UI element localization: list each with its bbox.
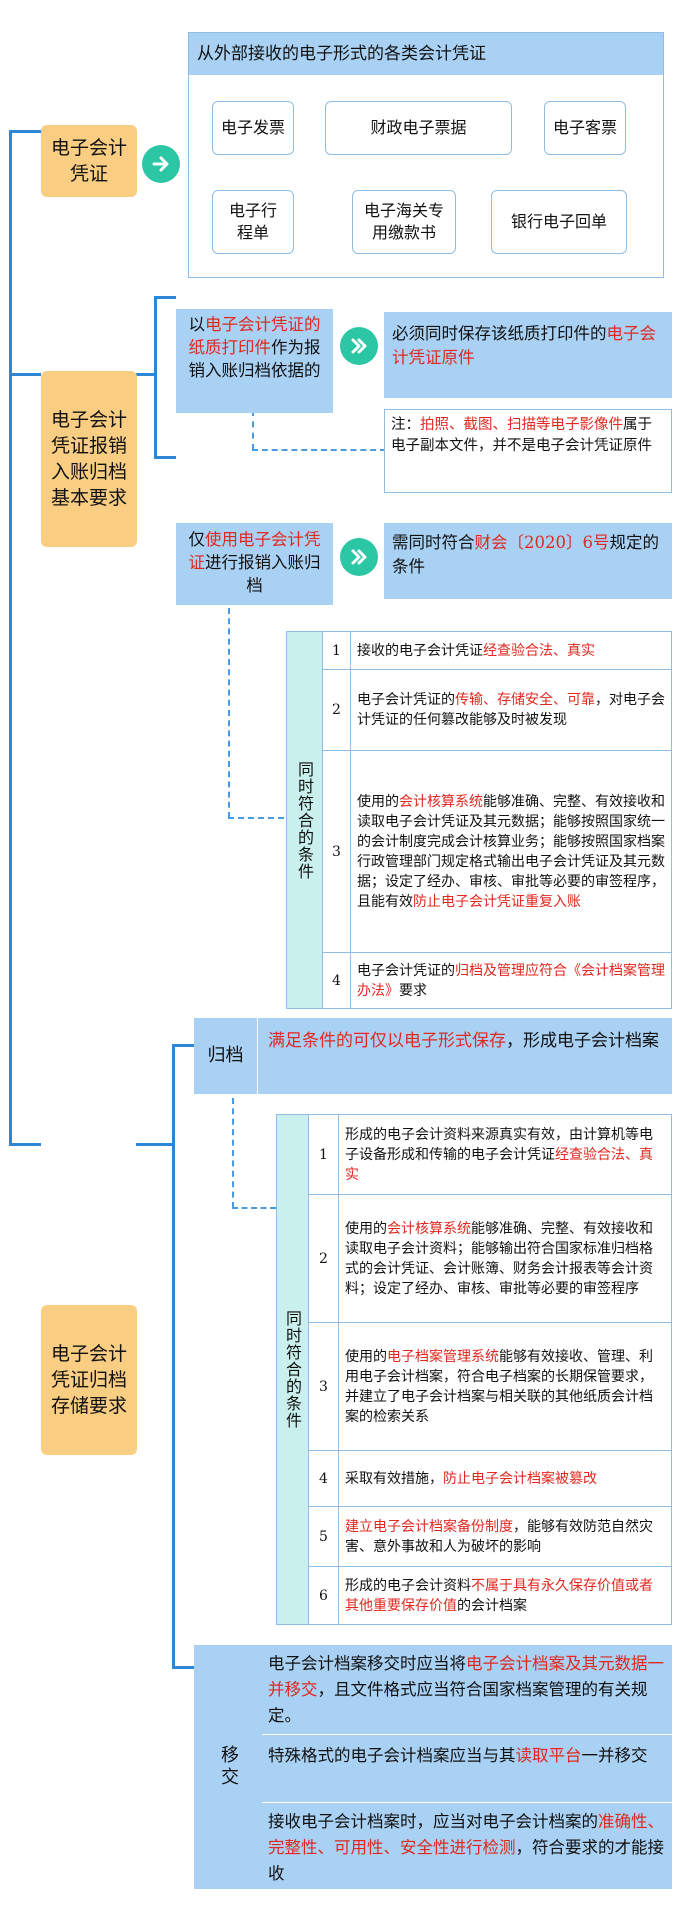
archive-header-text: ，形成电子会计档案 <box>506 1031 659 1051</box>
cond-num: 2 <box>322 669 351 751</box>
transfer-label-text: 移交 <box>218 1745 239 1789</box>
archive-to-transfer <box>172 1666 194 1669</box>
case2-text: 进行报销入账归档 <box>205 553 321 595</box>
source-item: 电子客票 <box>544 101 626 155</box>
case2-req-text: 需同时符合 <box>392 533 475 552</box>
reimburse-to-case2 <box>154 456 176 459</box>
reimburse-to-case1 <box>154 296 176 299</box>
note-dash-h <box>252 449 386 451</box>
transfer-item: 电子会计档案移交时应当将电子会计档案及其元数据一并移交，且文件格式应当符合国家档… <box>262 1645 672 1735</box>
note-highlight: 拍照、截图、扫描等电子影像件 <box>420 417 623 433</box>
note-dash-v <box>252 410 254 450</box>
case1-req-text: 必须同时保存该纸质打印件的 <box>392 324 607 343</box>
cond-dash-h <box>228 817 284 819</box>
case1-text: 作为报销入账归档依据的 <box>188 338 321 380</box>
case2-requirement: 需同时符合财会〔2020〕6号规定的条件 <box>384 523 672 599</box>
cond-text: 接收的电子会计凭证经查验合法、真实 <box>350 631 672 670</box>
cond-text: 电子会计凭证的归档及管理应符合《会计档案管理办法》要求 <box>350 952 672 1009</box>
double-chevron-icon <box>340 538 378 576</box>
cond-text: 形成的电子会计资料来源真实有效，由计算机等电子设备形成和传输的电子会计凭证经查验… <box>338 1114 672 1195</box>
case2-req-highlight: 财会〔2020〕6号 <box>474 533 610 552</box>
reimburse-conditions: 同时符合的条件 1 接收的电子会计凭证经查验合法、真实 2 电子会计凭证的传输、… <box>286 631 672 1009</box>
case1-highlight: 电子会计凭证的纸质打印件 <box>188 315 321 357</box>
case2-description: 仅使用电子会计凭证进行报销入账归档 <box>176 523 333 605</box>
cond-num: 1 <box>322 631 351 670</box>
case1-requirement: 必须同时保存该纸质打印件的电子会计凭证原件 <box>384 312 672 398</box>
case1-req-highlight: 电子会计凭证原件 <box>392 324 656 367</box>
archive-label: 归档 <box>194 1018 258 1094</box>
archive-vert-line <box>172 1044 175 1668</box>
case2-req-text: 规定的条件 <box>392 533 659 576</box>
archive-conditions: 同时符合的条件 1 形成的电子会计资料来源真实有效，由计算机等电子设备形成和传输… <box>276 1114 672 1625</box>
archive-header: 满足条件的可仅以电子形式保存，形成电子会计档案 <box>258 1018 672 1094</box>
cond-text: 采取有效措施，防止电子会计档案被篡改 <box>338 1450 672 1507</box>
sources-title: 从外部接收的电子形式的各类会计凭证 <box>189 33 663 75</box>
node-archive-requirements: 电子会计凭证归档存储要求 <box>41 1305 137 1455</box>
cond-text: 使用的会计核算系统能够准确、完整、有效接收和读取电子会计凭证及其元数据；能够按照… <box>350 750 672 953</box>
note-text: 属于电子副本文件，并不是电子会计凭证原件 <box>391 417 652 454</box>
cond-num: 3 <box>322 750 351 953</box>
arrow-icon <box>142 145 180 183</box>
cond-num: 6 <box>308 1566 339 1625</box>
branch-archive <box>9 1143 41 1146</box>
cond-text: 使用的会计核算系统能够准确、完整、有效接收和读取电子会计资料；能够输出符合国家标… <box>338 1194 672 1323</box>
transfer-item: 特殊格式的电子会计档案应当与其读取平台一并移交 <box>262 1737 672 1803</box>
note-prefix: 注： <box>391 417 420 433</box>
node-electronic-voucher: 电子会计凭证 <box>41 125 137 197</box>
source-item: 电子行程单 <box>212 190 294 254</box>
archive-to-guidang <box>172 1044 194 1047</box>
reimburse-vert-line <box>154 296 157 458</box>
reimburse-out-line <box>136 373 154 376</box>
cond-num: 1 <box>308 1114 339 1195</box>
cond-num: 2 <box>308 1194 339 1323</box>
transfer-item: 接收电子会计档案时，应当对电子会计档案的准确性、完整性、可用性、安全性进行检测，… <box>268 1812 664 1883</box>
node-reimburse-requirements: 电子会计凭证报销入账归档基本要求 <box>41 371 137 547</box>
cond-num: 4 <box>308 1450 339 1507</box>
archive-out-line <box>136 1143 172 1146</box>
branch-voucher <box>9 130 41 133</box>
source-item: 电子海关专用缴款书 <box>352 190 456 254</box>
source-item: 银行电子回单 <box>491 190 627 254</box>
source-item: 电子发票 <box>212 101 294 155</box>
conditions-label: 同时符合的条件 <box>286 631 323 1009</box>
cond-num: 3 <box>308 1322 339 1451</box>
cond-num: 5 <box>308 1506 339 1567</box>
conditions-label: 同时符合的条件 <box>276 1114 309 1625</box>
archive-dash-v <box>232 1098 234 1208</box>
main-trunk-line <box>9 130 12 1145</box>
cond-num: 4 <box>322 952 351 1009</box>
case2-highlight: 使用电子会计凭证 <box>188 530 321 572</box>
cond-text: 电子会计凭证的传输、存储安全、可靠，对电子会计凭证的任何篡改能够及时被发现 <box>350 669 672 751</box>
source-item: 财政电子票据 <box>325 101 512 155</box>
double-chevron-icon <box>340 327 378 365</box>
case1-text: 以 <box>188 315 206 334</box>
transfer-label: 移交 <box>194 1645 262 1889</box>
case2-text: 仅 <box>188 530 206 549</box>
case1-note: 注：拍照、截图、扫描等电子影像件属于电子副本文件，并不是电子会计凭证原件 <box>384 409 672 493</box>
cond-text: 使用的电子档案管理系统能够有效接收、管理、利用电子会计档案，符合电子档案的长期保… <box>338 1322 672 1451</box>
archive-dash-h <box>232 1207 276 1209</box>
transfer-block <box>194 1645 672 1889</box>
cond-text: 建立电子会计档案备份制度，能够有效防范自然灾害、意外事故和人为破坏的影响 <box>338 1506 672 1567</box>
archive-header-highlight: 满足条件的可仅以电子形式保存 <box>268 1031 506 1051</box>
cond-dash-v <box>228 608 230 818</box>
branch-reimburse <box>9 373 41 376</box>
case1-description: 以电子会计凭证的纸质打印件作为报销入账归档依据的 <box>176 309 333 413</box>
cond-text: 形成的电子会计资料不属于具有永久保存价值或者其他重要保存价值的会计档案 <box>338 1566 672 1625</box>
